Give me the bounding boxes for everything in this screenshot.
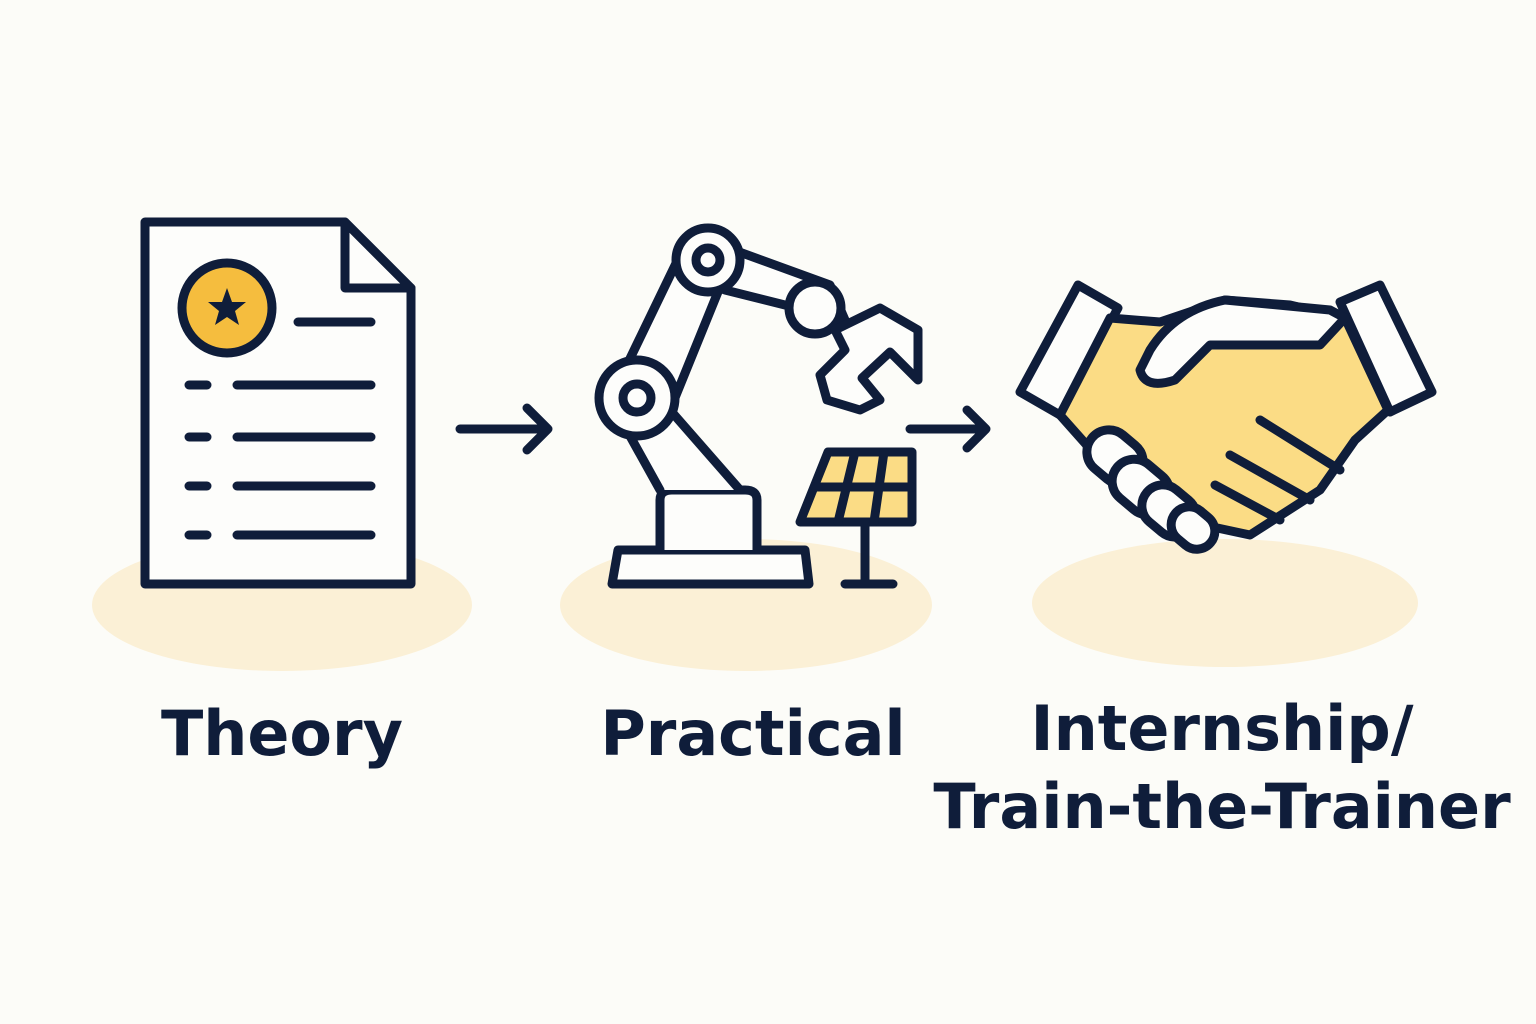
train-the-trainer-label: Train-the-Trainer — [933, 770, 1511, 843]
theory-label: Theory — [161, 697, 403, 770]
arrow-icon — [905, 405, 991, 453]
arrow-icon — [455, 403, 553, 455]
robot-arm-solar-panel-icon — [594, 223, 923, 589]
internship-shadow — [1032, 539, 1418, 667]
practical-label: Practical — [600, 697, 905, 770]
handshake-icon — [1015, 280, 1437, 554]
internship-label: Internship/ — [1031, 692, 1414, 765]
certificate-document-icon — [140, 217, 416, 589]
